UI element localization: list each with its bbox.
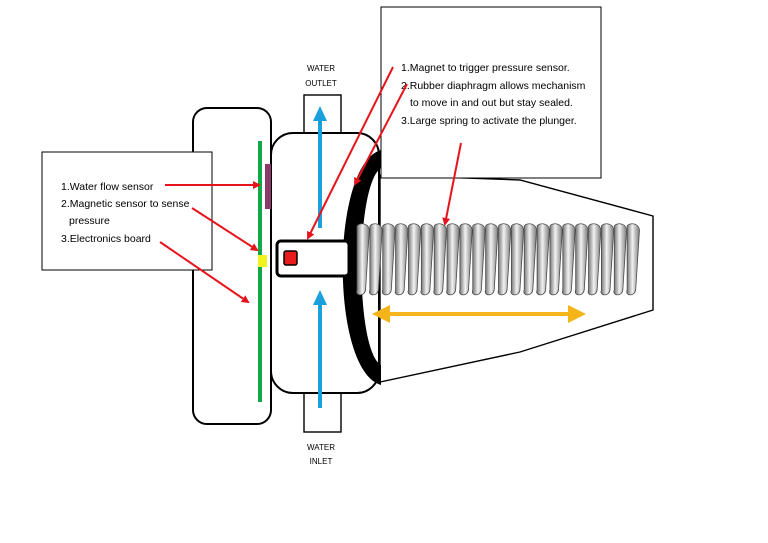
- pointer-magnetic-sensor: [191, 207, 259, 252]
- water-inlet-label-line2: INLET: [310, 457, 333, 466]
- water-flow-arrow-up-bottom: [313, 290, 327, 408]
- spring-coil: [484, 223, 499, 296]
- spring-coil: [459, 223, 473, 296]
- spring-coil: [446, 223, 460, 296]
- plunger: [275, 239, 351, 278]
- water-outlet-label-line1: WATER: [307, 64, 335, 73]
- water-flow-sensor: [265, 164, 271, 209]
- pointer-spring: [442, 142, 462, 226]
- right-callout-item-3: 3.Large spring to activate the plunger.: [401, 115, 577, 127]
- spring-coil: [420, 223, 434, 296]
- left-callout-item-2-cont: pressure: [69, 215, 110, 227]
- spring-coil: [574, 223, 589, 296]
- left-callout-box: [41, 151, 213, 271]
- spring-coil: [381, 223, 396, 296]
- spring-coil: [626, 223, 640, 296]
- spring-coil: [407, 223, 422, 296]
- spring-coil: [587, 223, 602, 296]
- water-inlet-pipe: [303, 391, 342, 433]
- left-callout-item-3: 3.Electronics board: [61, 233, 151, 245]
- spring-coil: [562, 223, 576, 296]
- spring-coil: [471, 223, 486, 296]
- pointer-electronics-board: [159, 241, 250, 304]
- spring-coil: [613, 223, 627, 296]
- left-callout-item-1: 1.Water flow sensor: [61, 181, 154, 193]
- magnet: [283, 250, 298, 266]
- pointer-magnet: [307, 66, 394, 240]
- spring-coil: [433, 223, 447, 296]
- left-callout-item-2: 2.Magnetic sensor to sense: [61, 198, 190, 210]
- spring-coil: [356, 223, 370, 296]
- spring-coil: [497, 223, 512, 296]
- spring-coil: [510, 223, 524, 296]
- spring-coil: [600, 223, 615, 296]
- water-inlet-label-line1: WATER: [307, 443, 335, 452]
- spring-coil: [394, 223, 409, 296]
- magnetic-sensor: [258, 255, 267, 267]
- right-callout-item-2-cont: to move in and out but stay sealed.: [410, 97, 573, 109]
- right-callout-item-2: 2.Rubber diaphragm allows mechanism: [401, 80, 586, 92]
- spring-coil: [523, 223, 537, 296]
- spring-coil: [369, 223, 383, 296]
- large-spring: [356, 223, 640, 296]
- plunger-travel-arrow: [372, 305, 586, 323]
- right-callout-box: [380, 6, 602, 179]
- right-callout-item-1: 1.Magnet to trigger pressure sensor.: [401, 62, 570, 74]
- water-outlet-label-line2: OUTLET: [305, 79, 337, 88]
- rubber-diaphragm: [342, 150, 381, 385]
- pointer-diaphragm: [354, 83, 408, 186]
- water-flow-arrow-up-top: [313, 106, 327, 228]
- spring-coil: [536, 223, 550, 296]
- spring-coil: [549, 223, 563, 296]
